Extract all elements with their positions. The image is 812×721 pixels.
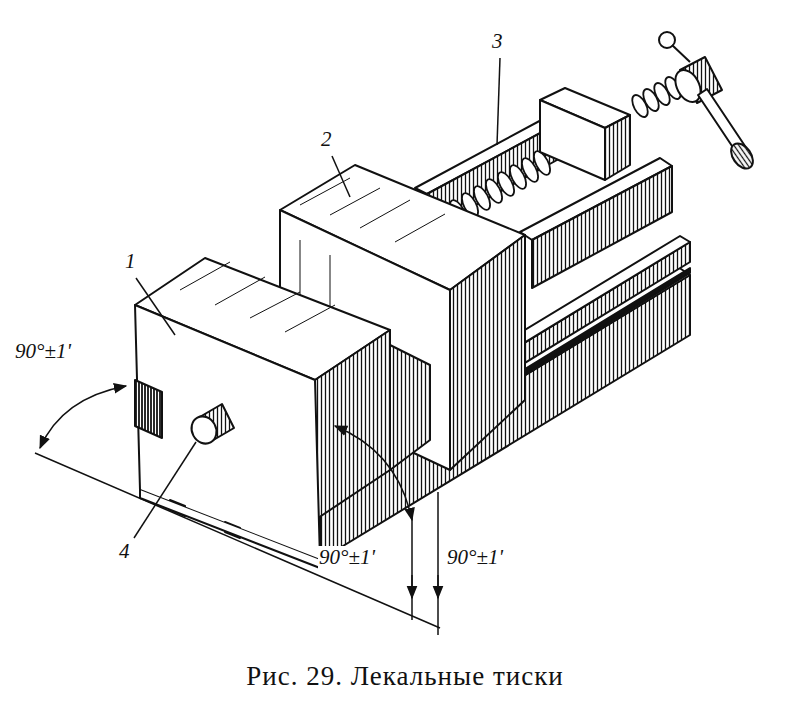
dimension-label: 90°±1' [14, 340, 72, 363]
figure-caption: Рис. 29. Лекальные тиски [245, 662, 564, 692]
fixed-jaw-part [135, 305, 320, 560]
fixed-jaw-part [187, 412, 221, 448]
slide-and-screw-part [727, 139, 758, 172]
dimension-label: 90°±1' [318, 546, 376, 569]
dimension-lines-part [411, 508, 413, 620]
leader-lines-part [497, 58, 500, 145]
dimension-lines-part [40, 386, 126, 448]
fixed-jaw-part [390, 345, 430, 470]
slide-and-screw-part [540, 100, 605, 180]
callout-number: 1 [124, 250, 137, 273]
dimension-lines-part [411, 575, 413, 598]
dimension-lines-part [335, 426, 412, 520]
slide-and-screw-part [672, 45, 690, 62]
fixed-jaw-part [140, 490, 320, 568]
dimension-lines-part [437, 492, 439, 635]
callout-number: 2 [320, 128, 333, 151]
fixed-jaw-part [135, 380, 162, 438]
leader-lines-part [136, 278, 175, 335]
dimension-lines [35, 386, 440, 635]
slide-and-screw-part [605, 115, 630, 180]
dimension-label: 90°±1' [446, 546, 504, 569]
dimension-lines-part [35, 453, 440, 628]
leader-lines-part [134, 442, 196, 538]
fixed-jaw-part [180, 262, 335, 332]
fixed-jaw-part [315, 330, 390, 520]
leader-lines-part [332, 156, 350, 197]
callout-number: 3 [491, 30, 504, 53]
slide-and-screw-part [532, 166, 672, 288]
leader-lines [134, 58, 500, 538]
dimension-lines-part [437, 575, 439, 598]
fixed-jaw [135, 258, 430, 568]
callout-number: 4 [118, 540, 131, 563]
moving-jaw-part [450, 235, 525, 470]
